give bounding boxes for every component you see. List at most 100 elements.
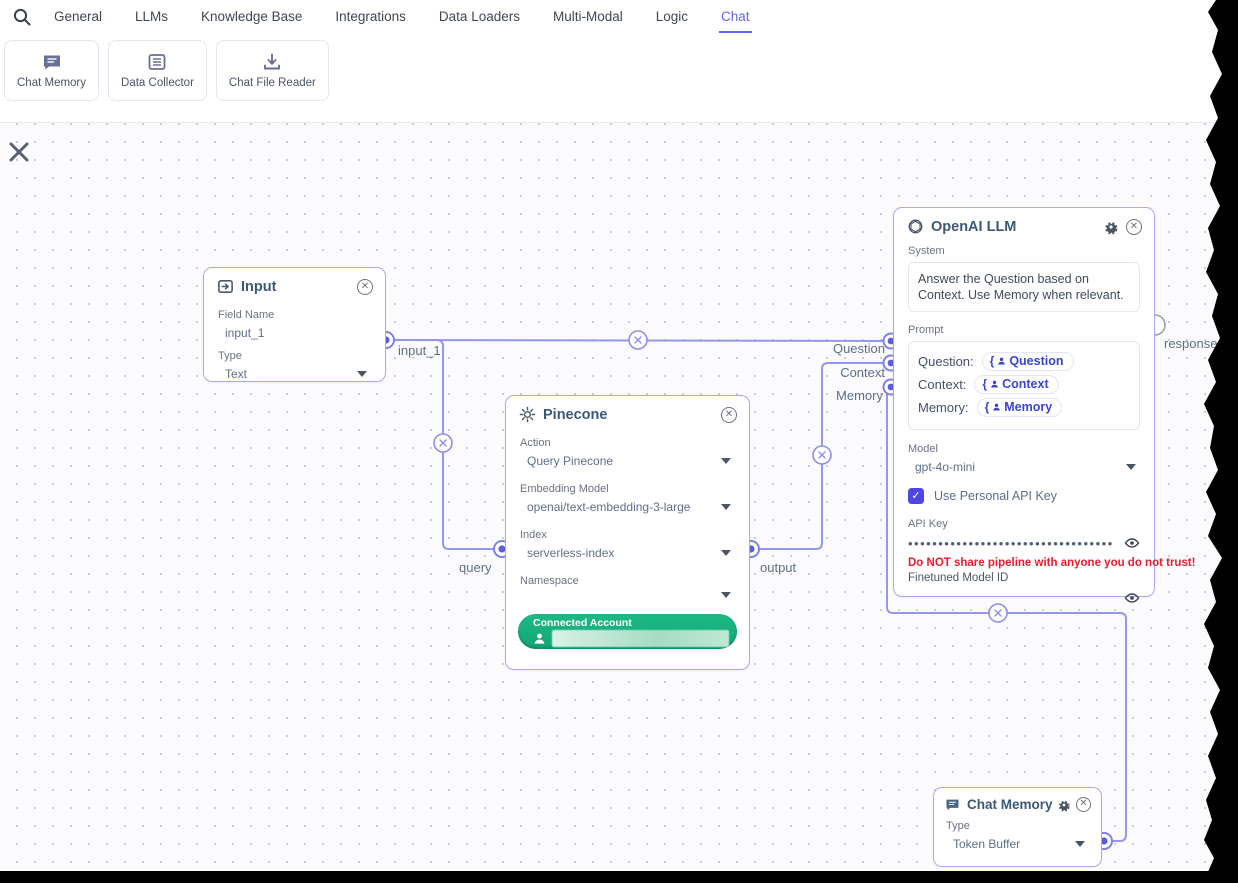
node-title: Input — [241, 278, 277, 295]
tab-multi-modal[interactable]: Multi-Modal — [552, 8, 623, 24]
node-toolbar: Chat Memory Data Collector Chat File Rea… — [4, 40, 329, 101]
field-name-input[interactable]: input_1 — [225, 326, 265, 340]
tab-integrations[interactable]: Integrations — [335, 8, 406, 24]
chevron-down-icon — [721, 592, 731, 598]
model-select[interactable]: gpt-4o-mini — [908, 460, 1140, 474]
openai-icon — [908, 219, 923, 234]
node-title: Chat Memory — [967, 797, 1053, 812]
toolbar-chat-memory[interactable]: Chat Memory — [4, 40, 100, 101]
chevron-down-icon — [721, 550, 731, 556]
tab-logic[interactable]: Logic — [655, 8, 689, 24]
embedding-model-label: Embedding Model — [520, 483, 609, 495]
action-value: Query Pinecone — [527, 454, 614, 468]
toolbar-chat-file-reader[interactable]: Chat File Reader — [215, 40, 329, 101]
type-value: Text — [225, 367, 248, 381]
checkbox-checked-icon: ✓ — [908, 488, 924, 504]
variable-chip-context[interactable]: { Context — [974, 375, 1059, 394]
input-icon — [218, 280, 233, 293]
connected-account-label: Connected Account — [533, 617, 632, 629]
edge-label-memory: Memory — [836, 388, 883, 403]
namespace-label: Namespace — [520, 575, 579, 587]
node-title: Pinecone — [543, 406, 608, 423]
api-key-warning: Do NOT share pipeline with anyone you do… — [908, 557, 1196, 569]
node-pinecone[interactable]: Pinecone ✕ Action Query Pinecone Embeddi… — [505, 395, 750, 670]
field-name-label: Field Name — [218, 309, 275, 321]
prompt-label: Prompt — [908, 324, 944, 336]
chevron-down-icon — [721, 504, 731, 510]
type-value: Token Buffer — [953, 837, 1021, 851]
chevron-down-icon — [1075, 841, 1085, 847]
nav-tabs: General LLMs Knowledge Base Integrations… — [52, 1, 752, 33]
use-personal-api-key-checkbox[interactable]: ✓ Use Personal API Key — [894, 488, 1154, 504]
prompt-editor[interactable]: Question: { Question Context: { Context Me… — [908, 341, 1140, 430]
prompt-key: Question: — [918, 354, 974, 369]
toolbar-data-collector[interactable]: Data Collector — [108, 40, 207, 101]
connected-account-button[interactable]: Connected Account — [518, 614, 737, 649]
type-label: Type — [946, 820, 970, 832]
chevron-down-icon — [1126, 464, 1136, 470]
chat-bubble-icon — [946, 799, 959, 811]
toolbar-item-label: Data Collector — [121, 77, 194, 89]
gear-icon[interactable] — [1103, 219, 1119, 235]
list-card-icon — [149, 54, 166, 70]
action-select[interactable]: Query Pinecone — [520, 454, 735, 468]
tab-chat[interactable]: Chat — [719, 1, 752, 33]
close-icon[interactable]: ✕ — [1126, 218, 1142, 235]
person-icon — [993, 403, 1001, 411]
edge-label-question: Question — [832, 341, 885, 356]
edge-label-response: response — [1164, 336, 1218, 351]
edge-label-input1: input_1 — [398, 343, 441, 358]
system-label: System — [908, 245, 945, 257]
finetuned-model-id-label: Finetuned Model ID — [908, 572, 1009, 584]
type-select[interactable]: Text — [218, 367, 371, 381]
type-select[interactable]: Token Buffer — [946, 837, 1089, 851]
prompt-key: Context: — [918, 377, 967, 392]
prompt-key: Memory: — [918, 400, 969, 415]
search-icon[interactable] — [12, 7, 32, 27]
person-icon — [991, 380, 998, 388]
tab-knowledge-base[interactable]: Knowledge Base — [201, 8, 303, 24]
gear-icon[interactable] — [1057, 798, 1071, 812]
embedding-model-select[interactable]: openai/text-embedding-3-large — [520, 500, 735, 514]
system-text: Answer the Question based on Context. Us… — [918, 272, 1124, 302]
node-openai-llm[interactable]: OpenAI LLM ✕ System Answer the Question … — [893, 207, 1196, 603]
action-label: Action — [520, 437, 551, 449]
embedding-model-value: openai/text-embedding-3-large — [527, 500, 691, 514]
person-icon — [998, 357, 1006, 365]
variable-chip-memory[interactable]: {Memory — [976, 398, 1063, 417]
system-textarea[interactable]: Answer the Question based on Context. Us… — [908, 262, 1140, 312]
brace-icon: { — [982, 377, 988, 391]
variable-chip-question[interactable]: { Question — [981, 352, 1074, 371]
close-icon[interactable]: ✕ — [1076, 797, 1091, 812]
node-title: OpenAI LLM — [931, 218, 1017, 235]
namespace-select[interactable] — [520, 592, 735, 598]
index-select[interactable]: serverless-index — [520, 546, 735, 560]
torn-edge-bottom — [0, 871, 1238, 883]
tab-data-loaders[interactable]: Data Loaders — [438, 8, 520, 24]
connected-account-redacted-value — [552, 630, 729, 647]
brace-icon: { — [989, 354, 995, 368]
api-key-input[interactable]: ••••••••••••••••••••••••••••••••••••• — [908, 535, 1113, 551]
chip-label: Question — [1009, 354, 1064, 368]
close-icon[interactable]: ✕ — [357, 278, 373, 295]
eye-icon[interactable] — [1124, 535, 1140, 551]
chip-label: Memory — [1004, 400, 1053, 414]
node-chat-memory[interactable]: Chat Memory ✕ Type Token Buffer — [933, 787, 1102, 867]
person-icon — [534, 633, 545, 644]
download-icon — [264, 53, 281, 70]
tab-llms[interactable]: LLMs — [135, 8, 169, 24]
chevron-down-icon — [721, 458, 731, 464]
canvas-close-icon[interactable] — [7, 140, 31, 164]
tab-general[interactable]: General — [54, 8, 103, 24]
edge-label-query: query — [459, 560, 492, 575]
eye-icon[interactable] — [1124, 590, 1140, 606]
chevron-down-icon — [357, 371, 367, 377]
node-input[interactable]: Input ✕ Field Name input_1 Type Text — [203, 267, 386, 382]
api-key-label: API Key — [908, 518, 948, 530]
index-value: serverless-index — [527, 546, 615, 560]
close-icon[interactable]: ✕ — [721, 406, 737, 423]
pinecone-icon — [519, 406, 536, 423]
chip-label: Context — [1002, 377, 1049, 391]
type-label: Type — [218, 350, 242, 362]
edge-label-output: output — [760, 560, 797, 575]
